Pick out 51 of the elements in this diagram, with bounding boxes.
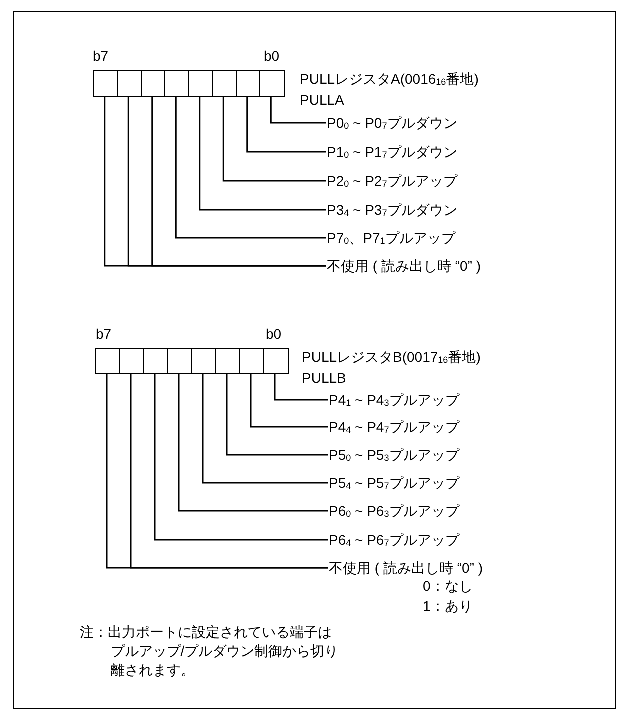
bit-cell bbox=[119, 348, 144, 374]
register-name: PULLレジスタA(0016$_{16}$番地) bbox=[300, 70, 479, 89]
bit-cell bbox=[259, 70, 284, 97]
register-name: PULLレジスタB(0017$_{16}$番地) bbox=[302, 348, 481, 367]
register-symbol: PULLB bbox=[302, 369, 346, 388]
bit-cell bbox=[143, 348, 168, 374]
bit-description: P6$_{4}$ ~ P6$_{7}$プルアップ bbox=[329, 532, 460, 548]
bit-cell bbox=[239, 348, 264, 374]
leader-line bbox=[246, 97, 326, 153]
bit-description: P4$_{1}$ ~ P4$_{3}$プルアップ bbox=[329, 392, 460, 408]
bit-description: 不使用 ( 読み出し時 “0” ) bbox=[329, 560, 483, 576]
bit-description: P7$_{0}$、P7$_{1}$プルアップ bbox=[327, 230, 456, 246]
bit-number: b7 bbox=[93, 47, 109, 66]
bit-number: b7 bbox=[96, 325, 112, 344]
register-symbol: PULLA bbox=[300, 91, 344, 110]
leader-line bbox=[199, 97, 326, 211]
bit-description: P5$_{0}$ ~ P5$_{3}$プルアップ bbox=[329, 447, 460, 463]
leader-line bbox=[250, 374, 328, 428]
bit-cell bbox=[95, 348, 120, 374]
value-note: 1：あり bbox=[423, 597, 473, 616]
bit-description: P5$_{4}$ ~ P5$_{7}$プルアップ bbox=[329, 475, 460, 491]
leader-line bbox=[202, 374, 328, 484]
leader-line bbox=[175, 97, 326, 239]
bit-cell bbox=[140, 70, 166, 97]
bit-cell bbox=[191, 348, 216, 374]
leader-line bbox=[226, 374, 328, 456]
bit-description: P4$_{4}$ ~ P4$_{7}$プルアップ bbox=[329, 419, 460, 435]
leader-line bbox=[154, 374, 328, 541]
leader-line bbox=[222, 97, 326, 182]
bit-cell bbox=[263, 348, 288, 374]
bit-cell bbox=[93, 70, 118, 97]
bit-description: P3$_{4}$ ~ P3$_{7}$プルダウン bbox=[327, 202, 458, 218]
bit-cell bbox=[116, 70, 142, 97]
bit-number: b0 bbox=[264, 47, 280, 66]
bit-cell bbox=[212, 70, 237, 97]
bit-description: P0$_{0}$ ~ P0$_{7}$プルダウン bbox=[327, 115, 458, 131]
leader-line bbox=[274, 374, 328, 401]
bit-cell bbox=[188, 70, 214, 97]
value-note: 0：なし bbox=[423, 577, 473, 596]
bit-description: P1$_{0}$ ~ P1$_{7}$プルダウン bbox=[327, 144, 458, 160]
bit-description: P6$_{0}$ ~ P6$_{3}$プルアップ bbox=[329, 503, 460, 519]
bit-cell bbox=[167, 348, 192, 374]
leader-line bbox=[178, 374, 328, 512]
leader-line bbox=[270, 97, 326, 124]
bit-number: b0 bbox=[266, 325, 282, 344]
bit-cell bbox=[236, 70, 261, 97]
note-text: 注：出力ポートに設定されている端子はプルアップ/プルダウン制御から切り離されます。 bbox=[80, 623, 339, 680]
bit-description: 不使用 ( 読み出し時 “0” ) bbox=[327, 258, 481, 274]
bit-cell bbox=[164, 70, 190, 97]
bit-description: P2$_{0}$ ~ P2$_{7}$プルアップ bbox=[327, 173, 458, 189]
bit-cell bbox=[215, 348, 240, 374]
